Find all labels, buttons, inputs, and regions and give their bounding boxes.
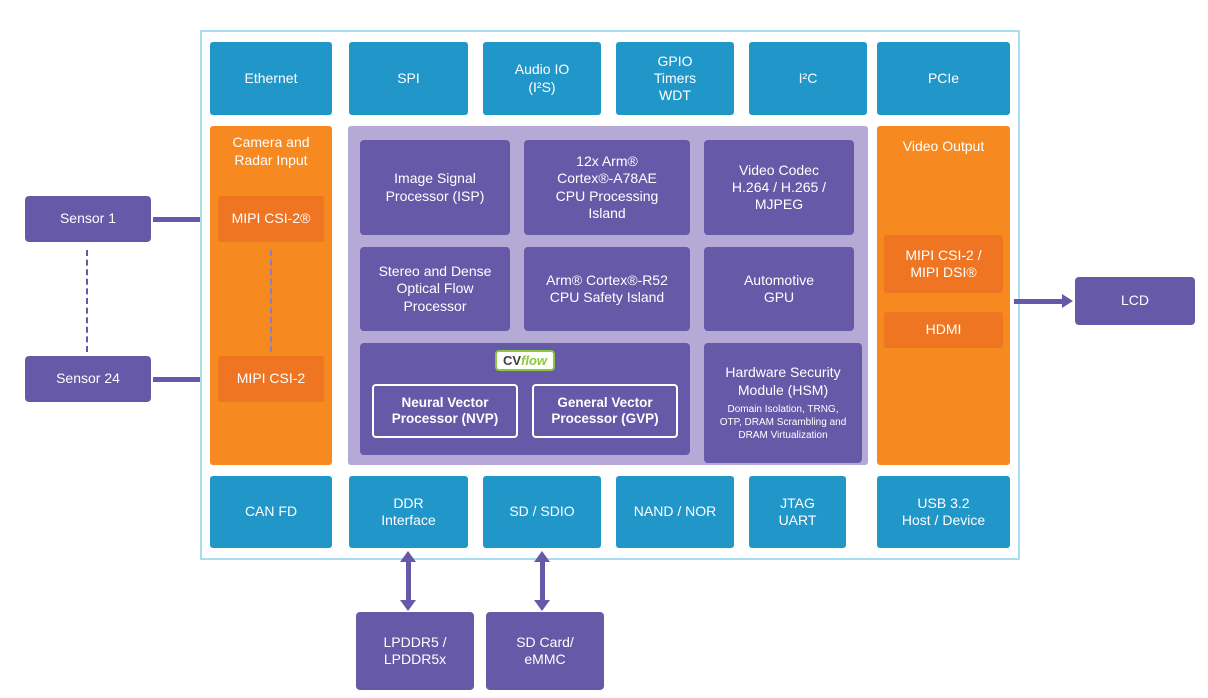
port-gpio-timers-wdt: GPIO Timers WDT (616, 42, 734, 115)
port-sd-sdio: SD / SDIO (483, 476, 601, 548)
sensor24-box: Sensor 24 (25, 356, 151, 402)
nvp-block: Neural Vector Processor (NVP) (372, 384, 518, 438)
cpu-a78ae-block: 12x Arm® Cortex®-A78AE CPU Processing Is… (524, 140, 690, 235)
arrow-ddr-to-lpddr (400, 551, 416, 611)
mipi-ellipsis-line (270, 250, 272, 352)
sd-card-box: SD Card/ eMMC (486, 612, 604, 690)
gvp-block: General Vector Processor (GVP) (532, 384, 678, 438)
port-mipi-csi2-b: MIPI CSI-2 (218, 356, 324, 402)
cvflow-logo-cv: CV (502, 353, 522, 368)
port-ethernet: Ethernet (210, 42, 332, 115)
port-can-fd: CAN FD (210, 476, 332, 548)
port-hdmi: HDMI (884, 312, 1003, 348)
r52-safety-block: Arm® Cortex®-R52 CPU Safety Island (524, 247, 690, 331)
arrow-soc-to-lcd (1014, 294, 1073, 308)
port-mipi-csi2-dsi: MIPI CSI-2 / MIPI DSI® (884, 235, 1003, 293)
hsm-block: Hardware Security Module (HSM) Domain Is… (704, 343, 862, 463)
video-output-title: Video Output (902, 138, 985, 154)
soc-container: Ethernet SPI Audio IO (I²S) GPIO Timers … (200, 30, 1020, 560)
port-mipi-csi2-a: MIPI CSI-2® (218, 196, 324, 242)
port-usb32: USB 3.2 Host / Device (877, 476, 1010, 548)
cvflow-logo-flow: flow (521, 353, 548, 368)
hsm-details: Domain Isolation, TRNG, OTP, DRAM Scramb… (719, 403, 847, 441)
sensor1-box: Sensor 1 (25, 196, 151, 242)
port-i2c: I²C (749, 42, 867, 115)
port-spi: SPI (349, 42, 468, 115)
sensor-ellipsis-line (86, 250, 88, 352)
cvflow-block: CVflow Neural Vector Processor (NVP) Gen… (360, 343, 690, 455)
gpu-block: Automotive GPU (704, 247, 854, 331)
lpddr-box: LPDDR5 / LPDDR5x (356, 612, 474, 690)
hsm-title: Hardware Security Module (HSM) (725, 364, 841, 398)
port-nand-nor: NAND / NOR (616, 476, 734, 548)
cvflow-logo: CVflow (494, 350, 556, 371)
optical-flow-block: Stereo and Dense Optical Flow Processor (360, 247, 510, 331)
camera-radar-input-column: Camera and Radar Input MIPI CSI-2® MIPI … (210, 126, 332, 465)
arrow-sdio-to-sdcard (534, 551, 550, 611)
video-output-column: Video Output MIPI CSI-2 / MIPI DSI® HDMI (877, 126, 1010, 465)
lcd-box: LCD (1075, 277, 1195, 325)
port-audio-io: Audio IO (I²S) (483, 42, 601, 115)
camera-input-title: Camera and Radar Input (232, 134, 310, 168)
port-pcie: PCIe (877, 42, 1010, 115)
port-jtag-uart: JTAG UART (749, 476, 846, 548)
isp-block: Image Signal Processor (ISP) (360, 140, 510, 235)
video-codec-block: Video Codec H.264 / H.265 / MJPEG (704, 140, 854, 235)
port-ddr-interface: DDR Interface (349, 476, 468, 548)
core-panel: Image Signal Processor (ISP) 12x Arm® Co… (348, 126, 868, 465)
